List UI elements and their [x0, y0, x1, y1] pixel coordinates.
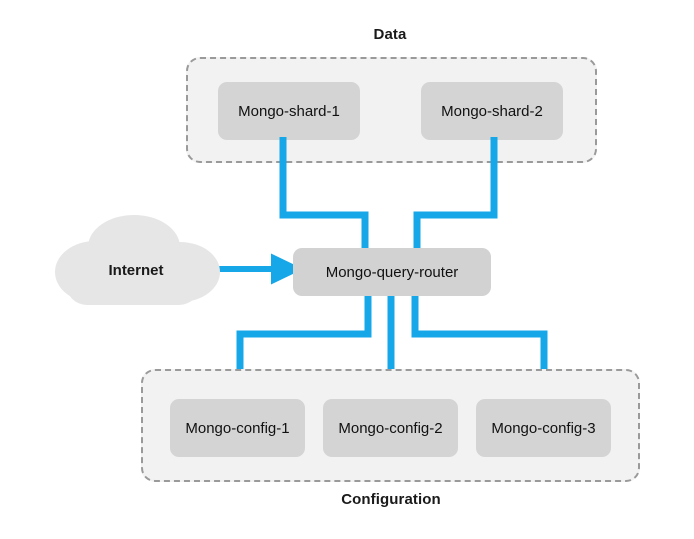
node-label: Mongo-shard-1	[238, 102, 340, 120]
node-label: Mongo-config-3	[491, 419, 596, 437]
internet-label: Internet	[108, 262, 164, 279]
config-group-label: Configuration	[341, 491, 441, 508]
node-label: Mongo-query-router	[325, 263, 459, 281]
node-mongo-shard-2[interactable]: Mongo-shard-2	[421, 82, 563, 140]
node-label: Mongo-config-1	[185, 419, 290, 437]
node-mongo-config-1[interactable]: Mongo-config-1	[170, 399, 305, 457]
node-mongo-query-router[interactable]: Mongo-query-router	[293, 248, 491, 296]
node-mongo-shard-1[interactable]: Mongo-shard-1	[218, 82, 360, 140]
data-group-label: Data	[373, 26, 407, 43]
node-mongo-config-3[interactable]: Mongo-config-3	[476, 399, 611, 457]
node-label: Mongo-config-2	[338, 419, 443, 437]
node-label: Mongo-shard-2	[441, 102, 543, 120]
internet-cloud-icon	[55, 215, 220, 305]
node-mongo-config-2[interactable]: Mongo-config-2	[323, 399, 458, 457]
